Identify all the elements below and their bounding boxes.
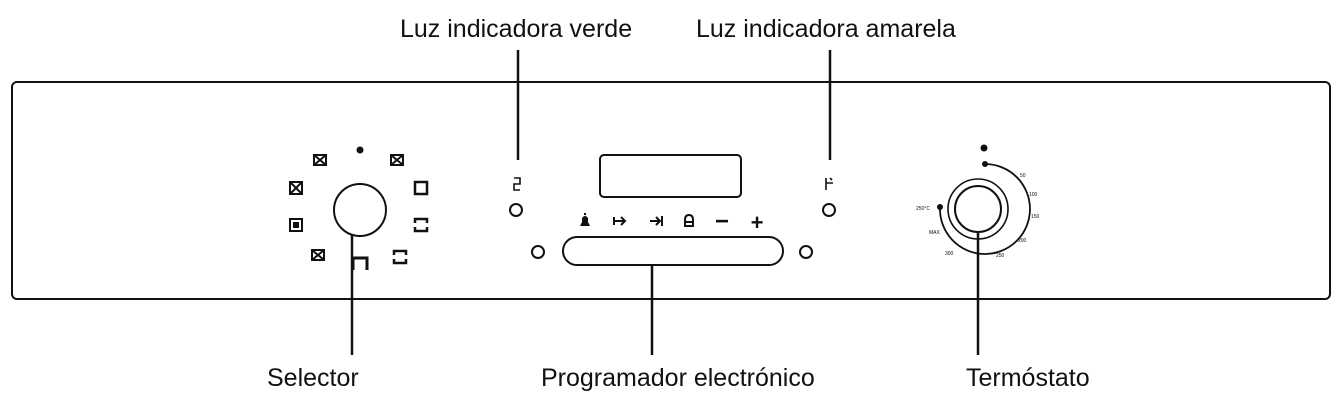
thermostat-scale-250-c: 250°C <box>916 206 930 212</box>
manual-mode-icon <box>684 213 694 227</box>
selector-off-dot <box>356 146 364 154</box>
thermostat-scale-200: 200 <box>1018 238 1027 244</box>
selector-label: Selector <box>267 364 359 392</box>
programmer-right-indicator <box>799 245 813 259</box>
thermostat-scale-150: 150 <box>1031 214 1040 220</box>
bell-icon <box>580 213 590 226</box>
selector-top-heat-icon <box>413 217 429 233</box>
green-light-label: Luz indicadora verde <box>400 15 632 43</box>
thermostat-scale-50: 50 <box>1020 173 1026 179</box>
thermostat-outer-ring <box>947 178 1009 240</box>
start-time-icon <box>613 216 627 226</box>
thermostat-scale-max: MAX <box>929 230 941 236</box>
minus-symbol[interactable]: − <box>715 208 729 235</box>
yellow-light-label: Luz indicadora amarela <box>696 15 956 43</box>
thermostat-scale-arc <box>939 163 1031 255</box>
selector-fan-icon <box>313 154 327 166</box>
programmer-left-indicator <box>531 245 545 259</box>
thermostat-scale-300: 300 <box>945 251 954 257</box>
programmer-display <box>599 154 742 198</box>
programmer-group: − + <box>509 154 836 266</box>
plus-symbol[interactable]: + <box>751 210 764 235</box>
thermostat-off-dot <box>980 144 988 152</box>
selector-grill-icon <box>392 249 408 265</box>
thermostat-label: Termóstato <box>966 364 1090 392</box>
selector-fan-grill-icon <box>390 154 404 166</box>
selector-grill-fan-icon <box>311 249 325 261</box>
yellow-indicator-light <box>822 203 836 217</box>
thermostat-scale-end-dot <box>937 204 943 210</box>
selector-bottom-fan-icon <box>289 218 303 232</box>
thermostat-scale-250: 250 <box>996 253 1005 259</box>
control-panel-frame <box>11 81 1331 300</box>
selector-hot-air-icon <box>289 181 303 195</box>
end-time-icon <box>650 216 663 226</box>
yellow-light-symbol <box>825 177 833 190</box>
programmer-label: Programador electrónico <box>541 364 815 392</box>
thermostat-group: 50 100 150 200 250 250°C 300 MAX <box>916 144 1040 259</box>
thermostat-scale-100: 100 <box>1029 192 1038 198</box>
selector-top-bottom-heat-icon <box>413 180 429 196</box>
selector-knob[interactable] <box>333 183 387 237</box>
green-indicator-light <box>509 203 523 217</box>
thermostat-scale-start-dot <box>982 161 988 167</box>
green-light-symbol <box>513 177 521 191</box>
selector-group <box>289 146 429 270</box>
thermostat-knob[interactable] <box>954 185 1002 233</box>
programmer-button-bar[interactable] <box>562 236 784 266</box>
selector-bottom-heat-icon <box>351 256 369 270</box>
